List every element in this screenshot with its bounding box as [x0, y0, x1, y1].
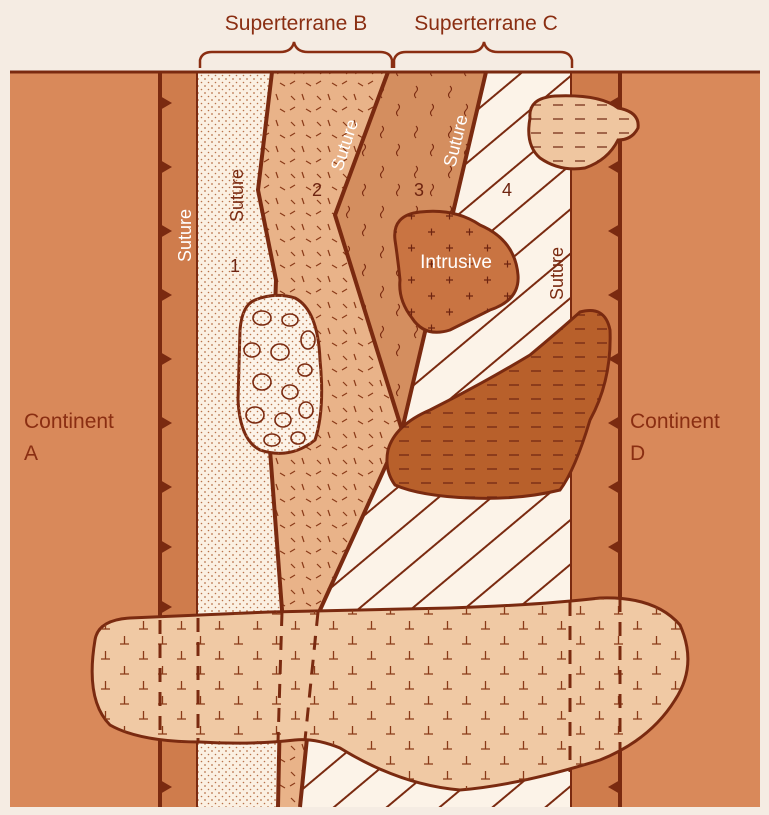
label-continent-d-letter: D — [630, 442, 645, 465]
label-terrane-3: 3 — [414, 180, 424, 200]
label-continent-d: Continent — [630, 410, 720, 433]
label-terrane-1: 1 — [230, 256, 240, 276]
label-terrane-2: 2 — [312, 180, 322, 200]
label-terrane-4: 4 — [502, 180, 512, 200]
label-superterrane-c: Superterrane C — [414, 12, 558, 35]
label-superterrane-b: Superterrane B — [225, 12, 367, 35]
conglomerate-body — [238, 295, 322, 453]
label-suture-1-2: Suture — [227, 169, 247, 222]
label-continent-a: Continent — [24, 410, 114, 433]
label-intrusive: Intrusive — [420, 252, 492, 273]
label-continent-a-letter: A — [24, 442, 38, 465]
label-suture-right: Suture — [547, 247, 567, 300]
label-suture-left: Suture — [175, 209, 195, 262]
